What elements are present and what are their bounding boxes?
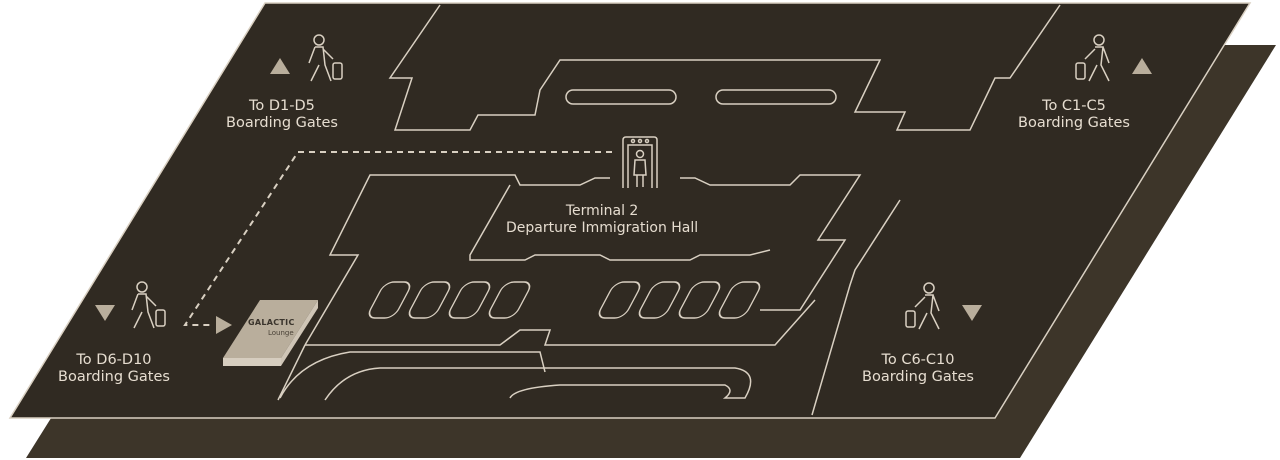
top-pillar xyxy=(715,89,837,105)
arrow-up-icon xyxy=(270,58,290,74)
hall-label: Terminal 2 Departure Immigration Hall xyxy=(506,203,698,237)
gate-destination: To D1-D5 xyxy=(249,98,315,114)
arrow-up-icon xyxy=(1132,58,1152,74)
security-scanner-icon xyxy=(622,136,658,188)
walking-traveler-icon xyxy=(905,282,940,330)
arrow-down-icon xyxy=(95,305,115,321)
route-dashed-line xyxy=(183,151,612,326)
hall-name: Departure Immigration Hall xyxy=(506,220,699,236)
walking-traveler-icon xyxy=(131,281,166,329)
floor-plan-walls xyxy=(277,4,1061,416)
gate-destination: To C6-C10 xyxy=(881,352,955,368)
top-pillar xyxy=(565,89,677,105)
lounge-subtitle: Lounge xyxy=(268,329,294,337)
gate-label-c6-c10: To C6-C10 Boarding Gates xyxy=(862,352,974,386)
gate-type: Boarding Gates xyxy=(226,115,338,131)
gate-label-c1-c5: To C1-C5 Boarding Gates xyxy=(1018,98,1130,132)
gate-destination: To D6-D10 xyxy=(76,352,152,368)
walking-traveler-icon xyxy=(308,34,343,82)
hall-pillars xyxy=(368,281,761,319)
galactic-lounge[interactable] xyxy=(223,300,318,366)
gate-destination: To C1-C5 xyxy=(1042,98,1106,114)
hall-terminal: Terminal 2 xyxy=(565,203,639,219)
lounge-brand: GALACTIC xyxy=(248,318,295,327)
gate-type: Boarding Gates xyxy=(58,369,170,385)
gate-type: Boarding Gates xyxy=(1018,115,1130,131)
floor-plane xyxy=(8,2,1252,419)
gate-label-d1-d5: To D1-D5 Boarding Gates xyxy=(226,98,338,132)
gate-label-d6-d10: To D6-D10 Boarding Gates xyxy=(58,352,170,386)
arrow-down-icon xyxy=(962,305,982,321)
walking-traveler-icon xyxy=(1075,34,1110,82)
arrow-right-icon xyxy=(216,316,232,334)
gate-type: Boarding Gates xyxy=(862,369,974,385)
